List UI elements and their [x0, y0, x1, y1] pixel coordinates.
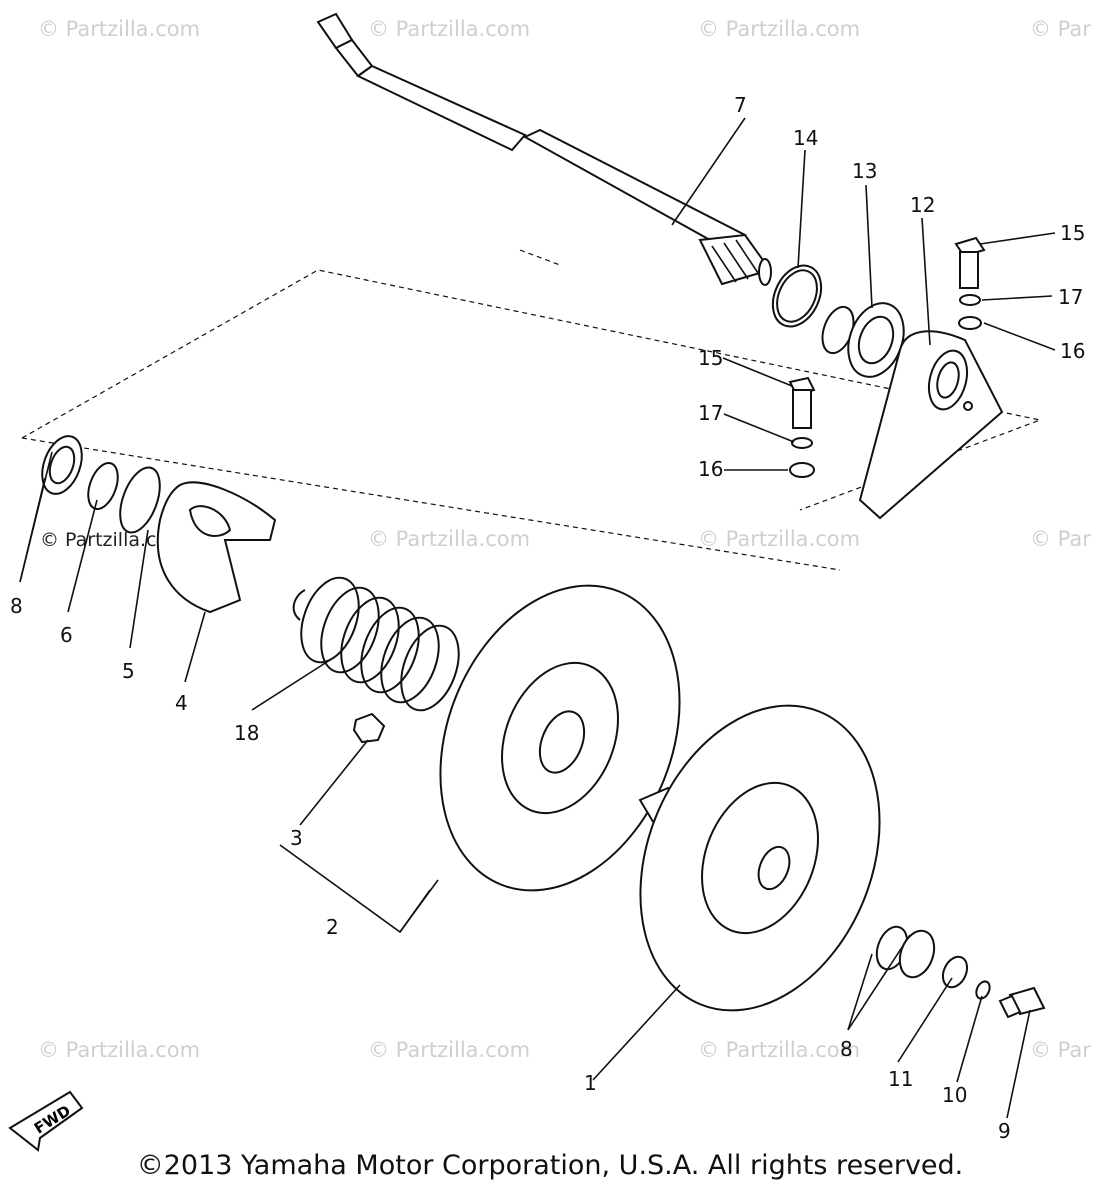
callout-2: 2	[326, 915, 339, 939]
bearing-housing	[858, 330, 1004, 520]
callout-8: 8	[840, 1037, 853, 1061]
lock-washer-10	[975, 980, 991, 1000]
bushing-right	[875, 925, 936, 979]
watermarks: © Partzilla.com © Partzilla.com © Partzi…	[38, 17, 1091, 1062]
bearing	[821, 302, 905, 378]
callout-6: 6	[60, 623, 73, 647]
callout-5: 5	[122, 659, 135, 683]
spring	[292, 576, 460, 712]
lock-washer-upper	[959, 294, 981, 306]
callout-10: 10	[942, 1083, 967, 1107]
cam	[156, 481, 277, 614]
callout-18: 18	[234, 721, 259, 745]
shaft	[316, 12, 772, 286]
callout-15: 15	[1060, 221, 1085, 245]
watermark-partial: © Par	[1030, 1038, 1091, 1062]
fixed-sheave	[638, 704, 881, 1012]
washer-11	[941, 955, 969, 989]
watermark-partial: © Par	[1030, 527, 1091, 551]
bolt-9	[998, 986, 1046, 1019]
watermark: © Partzilla.com	[368, 1038, 530, 1062]
watermark: © Partzilla.com	[368, 527, 530, 551]
watermark: © Partzilla.com	[38, 17, 200, 41]
callout-1: 1	[584, 1071, 597, 1095]
watermark: © Partzilla.com	[698, 1038, 860, 1062]
callout-3: 3	[290, 826, 303, 850]
bolt-upper	[954, 236, 986, 289]
callout-16: 16	[1060, 339, 1085, 363]
callout-9: 9	[998, 1119, 1011, 1143]
lock-washer-lower	[791, 437, 813, 449]
copyright-notice: ©2013 Yamaha Motor Corporation, U.S.A. A…	[136, 1150, 964, 1181]
callouts: 7 14 13 12 15 17 16 15 17 16 8 6 5 4 18 …	[10, 93, 1085, 1143]
bolt-lower	[788, 376, 816, 429]
bushing-left	[41, 435, 83, 495]
callout-15: 15	[698, 346, 723, 370]
sliding-sheave	[439, 584, 681, 892]
forward-arrow: FWD	[8, 1090, 84, 1152]
callout-4: 4	[175, 691, 188, 715]
circlip	[771, 264, 823, 328]
callout-8: 8	[10, 594, 23, 618]
callout-13: 13	[852, 159, 877, 183]
callout-16: 16	[698, 457, 723, 481]
watermark-inline: © Partzilla.com	[40, 529, 187, 551]
slider	[352, 712, 386, 744]
washer-5	[119, 466, 161, 534]
watermark: © Partzilla.com	[698, 17, 860, 41]
washer-upper	[958, 316, 982, 330]
callout-11: 11	[888, 1067, 913, 1091]
watermark-partial: © Par	[1030, 17, 1091, 41]
callout-17: 17	[698, 401, 723, 425]
callout-14: 14	[793, 126, 818, 150]
washer-6	[87, 462, 119, 510]
callout-12: 12	[910, 193, 935, 217]
watermark: © Partzilla.com	[698, 527, 860, 551]
watermark: © Partzilla.com	[368, 17, 530, 41]
callout-7: 7	[734, 93, 747, 117]
assembly-outline	[21, 249, 1043, 571]
washer-lower	[789, 462, 815, 478]
watermark: © Partzilla.com	[38, 1038, 200, 1062]
leader-lines	[19, 117, 1056, 1119]
callout-17: 17	[1058, 285, 1083, 309]
